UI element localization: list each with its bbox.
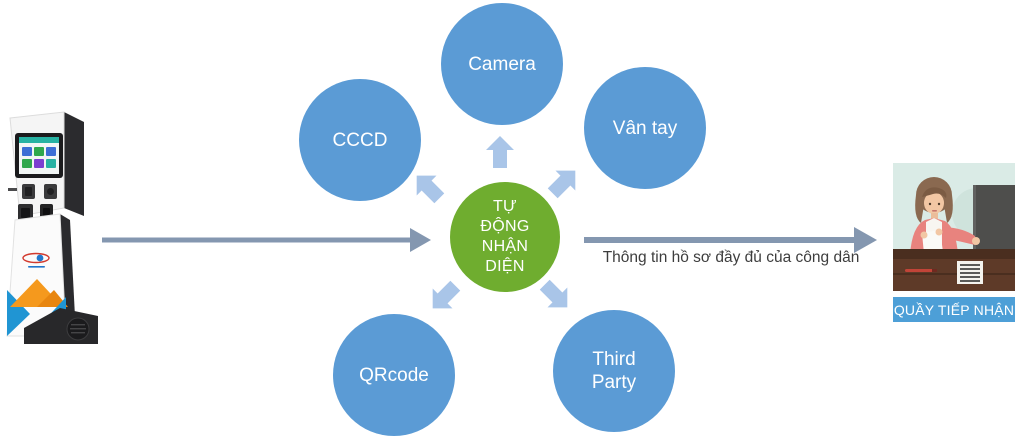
node-cccd-label: CCCD xyxy=(332,129,388,151)
node-third-party: Third Party xyxy=(553,310,675,432)
reception-counter-label: QUẦY TIẾP NHẬN xyxy=(893,297,1015,322)
radial-arrow-downright-icon xyxy=(539,279,568,308)
radial-arrow-upleft-icon xyxy=(416,175,445,204)
center-line-2: ĐỘNG xyxy=(480,218,530,235)
radial-arrow-downleft-icon xyxy=(432,280,461,309)
flow-caption: Thông tin hồ sơ đầy đủ của công dân xyxy=(602,249,860,266)
radial-arrow-upright-icon xyxy=(547,170,576,199)
kiosk-icon xyxy=(6,111,98,344)
center-node-auto-identify: TỰ ĐỘNG NHẬN DIỆN xyxy=(450,182,560,292)
node-cccd: CCCD xyxy=(299,79,421,201)
center-line-1: TỰ xyxy=(492,198,518,215)
flow-arrow-kiosk-to-center xyxy=(102,228,431,252)
node-camera-label: Camera xyxy=(468,53,536,75)
center-line-4: DIỆN xyxy=(485,258,525,275)
receptionist-desk-icon xyxy=(893,163,1015,291)
node-qrcode-label: QRcode xyxy=(359,364,429,386)
kiosk-brand-logo xyxy=(22,252,50,268)
node-van-tay-label: Vân tay xyxy=(612,117,678,139)
node-van-tay: Vân tay xyxy=(584,67,706,189)
center-line-3: NHẬN xyxy=(481,238,529,255)
flow-arrow-center-to-reception xyxy=(584,227,877,253)
radial-arrow-up-icon xyxy=(486,136,514,168)
node-camera: Camera xyxy=(441,3,563,125)
reception-counter-label-text: QUẦY TIẾP NHẬN xyxy=(893,301,1015,318)
node-third-party-label: Third Party xyxy=(591,349,637,393)
node-qrcode: QRcode xyxy=(333,314,455,436)
